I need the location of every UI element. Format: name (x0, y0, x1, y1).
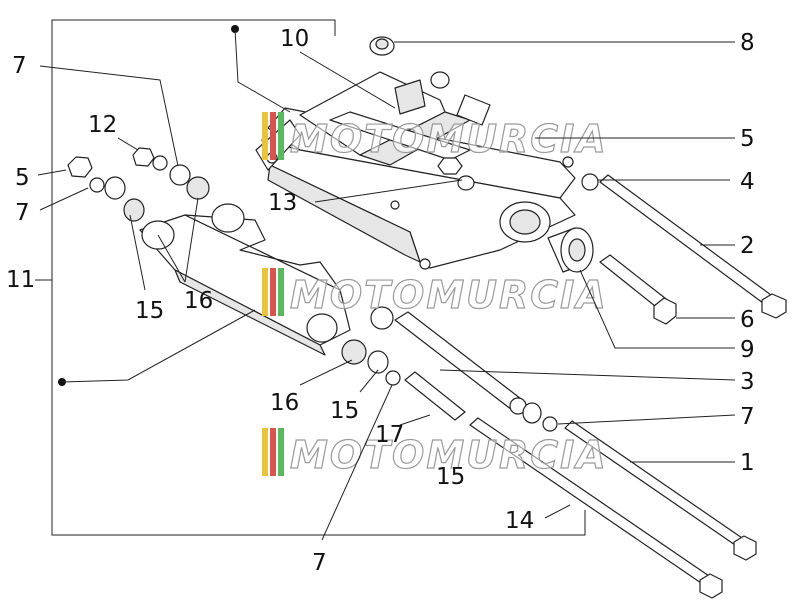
part-9-silent-block (547, 227, 594, 273)
callout-8: 8 (740, 30, 755, 56)
callout-13: 13 (268, 190, 297, 216)
part-7-ring-top (169, 164, 191, 186)
frame-pivot-bore (509, 209, 541, 235)
leader-5a (37, 169, 67, 176)
part-14-long-bolt (469, 417, 723, 599)
part-3-spacer-tube (394, 311, 527, 415)
part-7-ring-left (104, 176, 126, 200)
frame-cross-member (329, 111, 471, 161)
callout-5: 5 (15, 165, 30, 191)
part-7-washer-low (385, 370, 401, 386)
part-1-long-bolt (564, 420, 757, 561)
leader-9 (579, 269, 735, 349)
part-5-nut-left (67, 156, 93, 178)
wm-stripe-3 (278, 268, 284, 316)
callout-2: 2 (740, 233, 755, 259)
callout-1: 1 (740, 450, 755, 476)
watermark-text: MOTOMURCIA (290, 273, 608, 317)
part-15-bushing-mid (370, 306, 394, 330)
callout-7: 7 (312, 550, 327, 576)
callout-12: 12 (88, 112, 117, 138)
leader-14 (544, 504, 571, 519)
callout-6: 6 (740, 307, 755, 333)
callout-11: 11 (6, 267, 35, 293)
frame-lower-face (267, 164, 421, 263)
frame-assembly (255, 71, 576, 270)
frame-hole-mid (390, 200, 400, 210)
leader-group-bottom (61, 309, 256, 383)
callout-3: 3 (740, 369, 755, 395)
callout-14: 14 (505, 508, 534, 534)
callout-16: 16 (270, 390, 299, 416)
wm-stripe-1 (262, 428, 268, 476)
leader-lines (37, 28, 736, 541)
callout-15: 15 (436, 464, 465, 490)
part-15-ring-low (367, 350, 389, 374)
leader-7d (321, 384, 393, 541)
callout-17: 17 (375, 422, 404, 448)
part-12-nut (132, 147, 155, 167)
callout-4: 4 (740, 169, 755, 195)
part-15-bushing-left (123, 198, 145, 222)
callout-16: 16 (184, 288, 213, 314)
callout-15: 15 (135, 298, 164, 324)
leader-group-top (234, 28, 291, 113)
wm-stripe-1 (262, 112, 268, 160)
leader-7c (557, 414, 736, 425)
frame-hole-right (562, 156, 574, 168)
part-13-nut (437, 157, 475, 191)
leader-15a (129, 214, 146, 291)
leader-16a (157, 197, 199, 283)
leader-17 (399, 414, 431, 426)
watermark-text: MOTOMURCIA (290, 117, 608, 161)
callouts: 10 8 7 12 5 5 7 13 4 2 11 15 16 6 9 3 16… (6, 26, 755, 576)
swing-arm-top (184, 214, 341, 291)
watermark-middle: MOTOMURCIA (262, 268, 608, 318)
leader-15b (359, 369, 379, 393)
watermark-bottom: MOTOMURCIA (262, 428, 608, 478)
frame-upper-tube (456, 94, 491, 126)
part-washer-left (89, 177, 105, 193)
frame-bracket-tab (394, 79, 426, 115)
leader-10 (299, 51, 396, 109)
leader-3 (439, 369, 736, 381)
part-6-bolt (599, 254, 677, 325)
part-7-ring-right (522, 402, 542, 424)
leader-12 (117, 137, 139, 151)
swing-arm-rear-bore (306, 313, 338, 343)
part-8-flange-nut (369, 36, 395, 56)
leader-7a (39, 65, 179, 167)
callout-7: 7 (15, 200, 30, 226)
callout-10: 10 (280, 26, 309, 52)
callout-7: 7 (740, 404, 755, 430)
leader-13 (314, 179, 463, 203)
part-2-long-bolt (599, 174, 787, 319)
part-17-inner-tube (404, 371, 466, 421)
frame-upper-bushing (430, 71, 450, 89)
group-bracket (51, 19, 586, 536)
wm-stripe-3 (278, 428, 284, 476)
watermark-text: MOTOMURCIA (290, 433, 608, 477)
part-16-bushing-top (186, 176, 210, 200)
frame-hole-bottom (419, 258, 431, 270)
callout-5: 5 (740, 126, 755, 152)
watermark-top: MOTOMURCIA (262, 112, 608, 162)
callout-7: 7 (12, 53, 27, 79)
wm-stripe-2 (270, 268, 276, 316)
leader-16b (299, 359, 353, 386)
part-12-washer (152, 155, 168, 171)
part-4-washer (581, 173, 599, 191)
wm-stripe-1 (262, 268, 268, 316)
callout-15: 15 (330, 398, 359, 424)
callout-9: 9 (740, 337, 755, 363)
wm-stripe-2 (270, 428, 276, 476)
wm-stripe-2 (270, 112, 276, 160)
part-16-bushing-low (341, 339, 367, 365)
wm-stripe-3 (278, 112, 284, 160)
swing-arm-upper-bore (211, 203, 245, 233)
leader-7b (39, 187, 89, 211)
part-washer-right (542, 416, 558, 432)
